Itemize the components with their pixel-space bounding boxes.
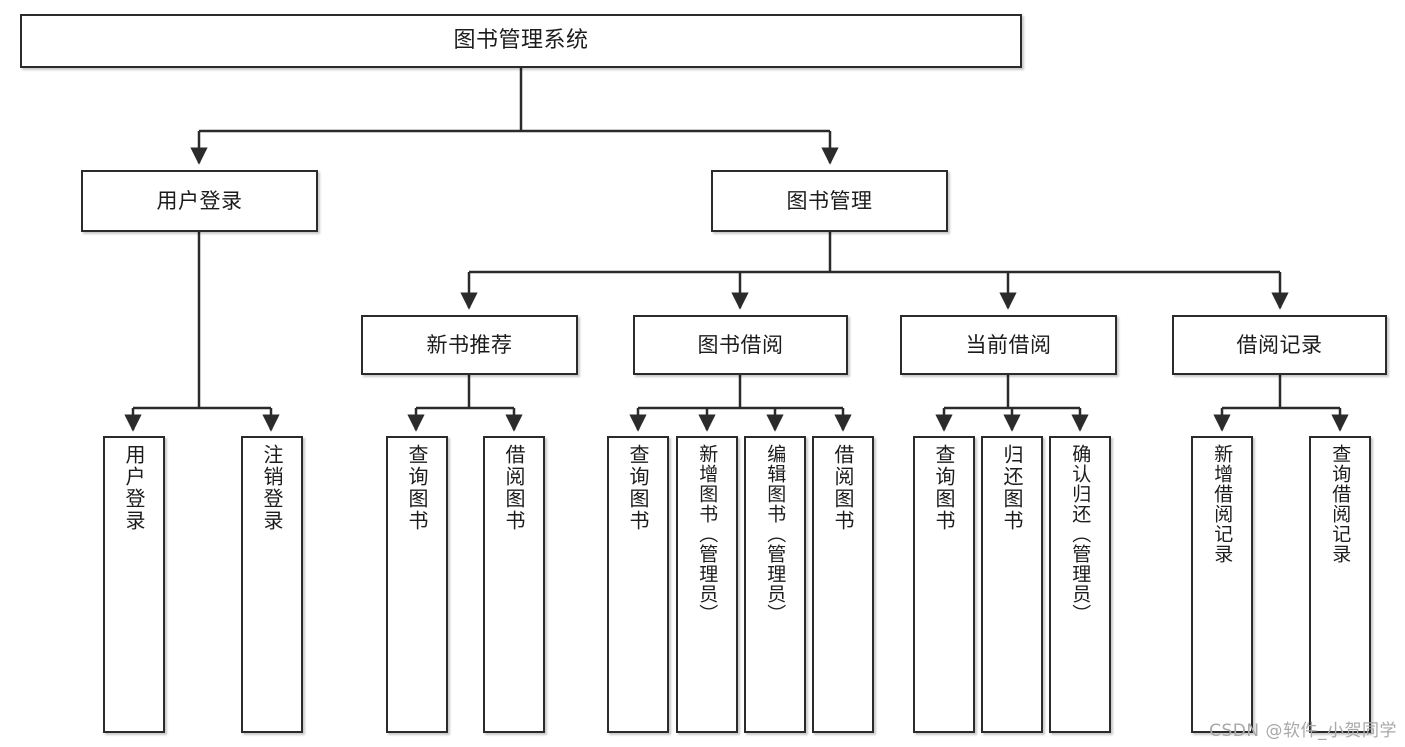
leaf-edit-book-label: 编辑图书（管理员）: [764, 444, 787, 624]
leaf-user-logout-label: 注销登录: [260, 444, 284, 532]
node-root[interactable]: 图书管理系统: [20, 14, 1022, 68]
node-new-book-rec-label: 新书推荐: [426, 332, 513, 357]
node-user-login-label: 用户登录: [156, 188, 243, 213]
node-user-login[interactable]: 用户登录: [81, 170, 318, 232]
node-new-book-rec[interactable]: 新书推荐: [361, 315, 578, 375]
csdn-watermark: CSDN @软件_小贺同学: [1209, 721, 1397, 741]
leaf-user-logout[interactable]: 注销登录: [241, 436, 303, 733]
node-book-borrow-label: 图书借阅: [697, 332, 784, 357]
leaf-query-record-label: 查询借阅记录: [1329, 444, 1352, 564]
leaf-query-book-1-label: 查询图书: [405, 444, 429, 532]
leaf-borrow-book-1[interactable]: 借阅图书: [483, 436, 545, 733]
node-borrow-record-label: 借阅记录: [1236, 332, 1323, 357]
leaf-borrow-book-2[interactable]: 借阅图书: [812, 436, 874, 733]
leaf-edit-book[interactable]: 编辑图书（管理员）: [744, 436, 806, 733]
node-root-label: 图书管理系统: [453, 28, 589, 54]
leaf-query-record[interactable]: 查询借阅记录: [1309, 436, 1371, 733]
leaf-user-login[interactable]: 用户登录: [103, 436, 165, 733]
node-book-mgmt[interactable]: 图书管理: [711, 170, 948, 232]
leaf-query-book-1[interactable]: 查询图书: [386, 436, 448, 733]
leaf-add-record[interactable]: 新增借阅记录: [1191, 436, 1253, 733]
node-book-borrow[interactable]: 图书借阅: [633, 315, 848, 375]
leaf-borrow-book-1-label: 借阅图书: [502, 444, 526, 532]
leaf-return-book[interactable]: 归还图书: [981, 436, 1043, 733]
leaf-borrow-book-2-label: 借阅图书: [831, 444, 855, 532]
leaf-query-book-3[interactable]: 查询图书: [913, 436, 975, 733]
leaf-query-book-2[interactable]: 查询图书: [607, 436, 669, 733]
leaf-query-book-2-label: 查询图书: [626, 444, 650, 532]
node-book-mgmt-label: 图书管理: [786, 188, 873, 213]
leaf-add-record-label: 新增借阅记录: [1211, 444, 1234, 564]
leaf-user-login-label: 用户登录: [122, 444, 146, 532]
leaf-query-book-3-label: 查询图书: [932, 444, 956, 532]
node-current-borrow[interactable]: 当前借阅: [900, 315, 1117, 375]
node-borrow-record[interactable]: 借阅记录: [1172, 315, 1387, 375]
leaf-add-book-label: 新增图书（管理员）: [696, 444, 719, 624]
leaf-confirm-return[interactable]: 确认归还（管理员）: [1049, 436, 1111, 733]
leaf-add-book[interactable]: 新增图书（管理员）: [676, 436, 738, 733]
leaf-confirm-return-label: 确认归还（管理员）: [1069, 444, 1092, 624]
leaf-return-book-label: 归还图书: [1000, 444, 1024, 532]
node-current-borrow-label: 当前借阅: [965, 332, 1052, 357]
